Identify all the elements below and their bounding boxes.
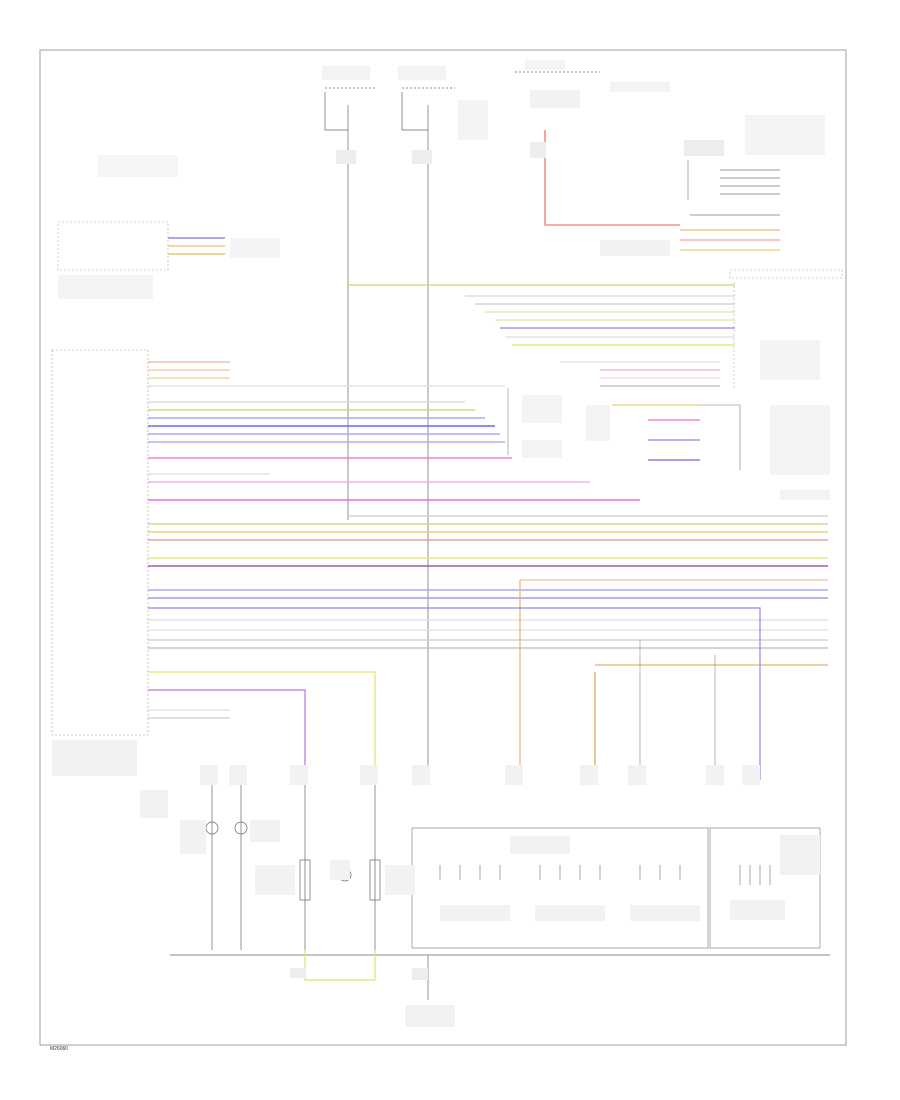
bottom-components bbox=[170, 785, 830, 956]
fuse-label-red bbox=[530, 142, 546, 158]
legend-small bbox=[98, 155, 178, 177]
drop-wires bbox=[148, 580, 761, 780]
diagram-frame bbox=[39, 49, 847, 1046]
bottom-connector-labels bbox=[200, 765, 760, 785]
top-right-connector bbox=[600, 115, 825, 256]
middle-switch-area bbox=[507, 361, 741, 470]
control-module-box bbox=[51, 349, 149, 736]
right-connector-column bbox=[729, 269, 843, 500]
harness-wires bbox=[148, 224, 828, 719]
fuse-labels-top bbox=[322, 60, 670, 164]
bottom-module-labels bbox=[140, 790, 820, 921]
bottom-module-pins bbox=[439, 865, 771, 885]
top-left-connector bbox=[57, 221, 280, 299]
ground-connection bbox=[290, 950, 455, 1027]
control-module-label bbox=[52, 740, 137, 776]
red-feed-wire bbox=[544, 130, 680, 226]
relay-label-top bbox=[530, 90, 580, 108]
reference-id: M26060 bbox=[50, 1046, 68, 1052]
